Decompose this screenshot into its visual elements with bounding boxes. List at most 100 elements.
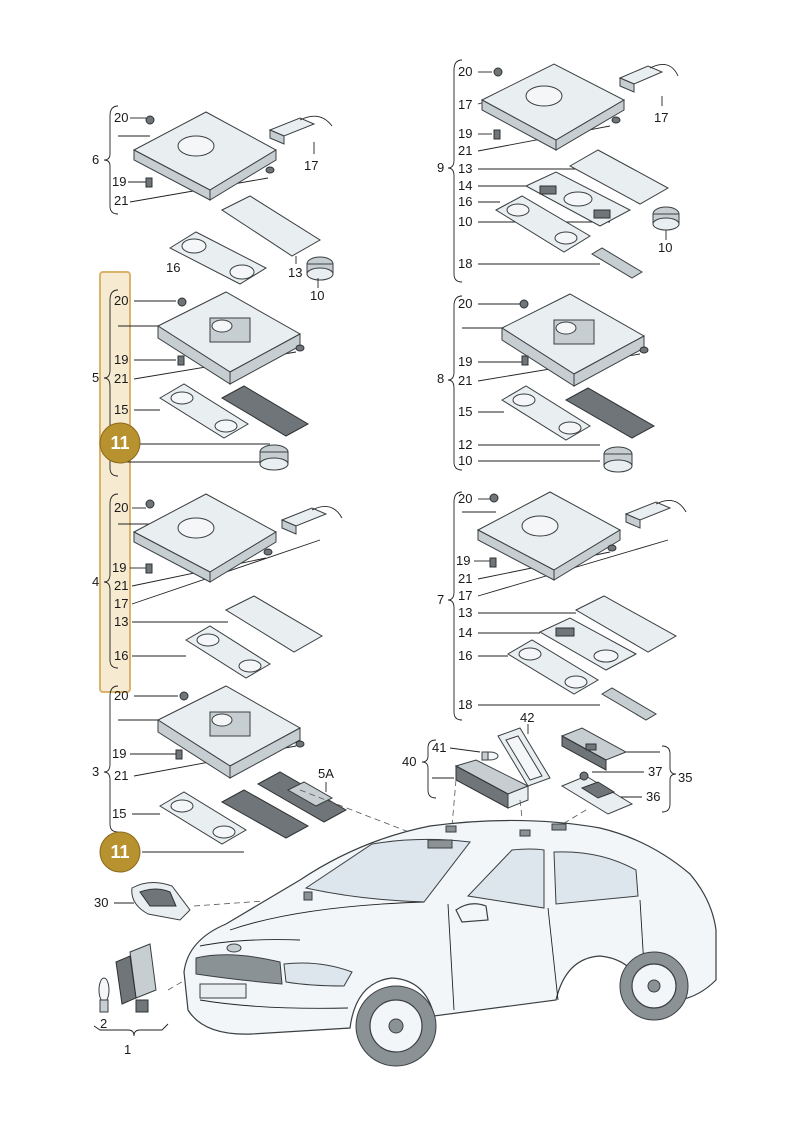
strip-18-group9 — [591, 247, 643, 279]
callout-19b: 19 — [114, 352, 128, 367]
callout-12g: 12 — [458, 437, 472, 452]
connector-17-group9 — [618, 63, 679, 93]
callout-16c: 16 — [114, 648, 128, 663]
callout-21: 21 — [114, 193, 128, 208]
bulb-10-group9 — [652, 206, 680, 231]
light-housing-5 — [156, 291, 305, 385]
callout-15: 15 — [114, 402, 128, 417]
callout-18e: 18 — [458, 256, 472, 271]
callout-19g: 19 — [458, 354, 472, 369]
part-30-mirror-light — [131, 882, 191, 921]
callout-18h: 18 — [458, 697, 472, 712]
light-housing-6 — [132, 111, 278, 201]
callout-17f: 17 — [654, 110, 668, 125]
light-housing-9 — [480, 63, 626, 151]
light-housing-7 — [476, 491, 622, 581]
lens-dark-group8 — [564, 387, 656, 439]
callout-3: 3 — [92, 764, 99, 779]
callout-21d: 21 — [114, 768, 128, 783]
lens-plate-15-group3 — [159, 791, 247, 845]
strip-18-group7 — [601, 687, 657, 721]
callout-5: 5 — [92, 370, 99, 385]
light-housing-4 — [132, 493, 278, 583]
badge-11-top[interactable] — [99, 422, 141, 464]
connector-17-group4 — [280, 505, 343, 535]
callout-10e: 10 — [458, 214, 472, 229]
bracket-group-9 — [447, 59, 463, 283]
callout-13: 13 — [288, 265, 302, 280]
callout-17h: 17 — [458, 588, 472, 603]
callout-21g: 21 — [458, 373, 472, 388]
part-40-lamp-housing — [454, 759, 530, 809]
bracket-group-1 — [93, 1023, 169, 1037]
callout-20b: 20 — [114, 293, 128, 308]
callout-16: 16 — [166, 260, 180, 275]
lens-plate-16-group7 — [507, 639, 599, 695]
callout-20c: 20 — [114, 500, 128, 515]
callout-21h: 21 — [458, 571, 472, 586]
callout-41: 41 — [432, 740, 446, 755]
callout-20g: 20 — [458, 296, 472, 311]
light-housing-8 — [500, 293, 649, 387]
highlight-band — [99, 271, 131, 693]
bracket-group-35 — [661, 745, 677, 813]
bulb-10-group6 — [306, 256, 334, 281]
lens-plate-16-group9 — [495, 195, 591, 253]
connector-17-group7 — [624, 499, 687, 529]
cover-13-group9 — [568, 149, 670, 205]
callout-16e: 16 — [458, 194, 472, 209]
callout-13e: 13 — [458, 161, 472, 176]
callout-9: 9 — [437, 160, 444, 175]
callout-10g: 10 — [458, 453, 472, 468]
callout-6: 6 — [92, 152, 99, 167]
callout-17c: 17 — [114, 596, 128, 611]
callout-1: 1 — [124, 1042, 131, 1057]
cover-13-group4 — [224, 595, 323, 653]
callout-20d: 20 — [114, 688, 128, 703]
callout-35: 35 — [678, 770, 692, 785]
bracket-group-4 — [103, 493, 119, 669]
callout-14e: 14 — [458, 178, 472, 193]
callout-13h: 13 — [458, 605, 472, 620]
callout-17e: 17 — [458, 97, 472, 112]
lens-plate-15-group8 — [501, 385, 591, 441]
badge-11-top-label: 11 — [110, 433, 129, 453]
bracket-group-6 — [103, 105, 119, 215]
bracket-group-5 — [103, 289, 119, 477]
callout-42: 42 — [520, 710, 534, 725]
car-illustration — [167, 779, 717, 1067]
lens-dark-group3 — [220, 789, 310, 839]
badge-11-bottom[interactable] — [99, 831, 141, 873]
callout-19c: 19 — [112, 560, 126, 575]
callout-40: 40 — [402, 754, 416, 769]
callout-2: 2 — [100, 1016, 107, 1031]
callout-20: 20 — [114, 110, 128, 125]
cover-13-group6 — [220, 195, 321, 257]
part-2-bulb — [98, 977, 110, 1013]
callout-30: 30 — [94, 895, 108, 910]
callout-13c: 13 — [114, 614, 128, 629]
bracket-group-3 — [103, 685, 119, 833]
part-36-panel — [560, 771, 634, 815]
part-1-lamp-unit — [115, 943, 157, 1013]
cover-13-group7 — [574, 595, 678, 653]
callout-37: 37 — [648, 764, 662, 779]
connector-17-group6 — [268, 115, 333, 145]
callout-5a: 5A — [318, 766, 334, 781]
callout-4: 4 — [92, 574, 99, 589]
badge-11-bottom-label: 11 — [110, 842, 129, 862]
bracket-group-8 — [447, 295, 463, 471]
bulb-10-group8 — [603, 446, 633, 473]
callout-8: 8 — [437, 371, 444, 386]
callout-19d: 19 — [112, 746, 126, 761]
callout-19e: 19 — [458, 126, 472, 141]
callout-10: 10 — [310, 288, 324, 303]
callout-20h: 20 — [458, 491, 472, 506]
lens-plate-15-group5 — [159, 383, 249, 439]
callout-19h: 19 — [456, 553, 470, 568]
bracket-group-40 — [421, 739, 437, 799]
lens-plate-14-group9 — [524, 171, 632, 227]
bracket-group-7 — [447, 491, 463, 721]
